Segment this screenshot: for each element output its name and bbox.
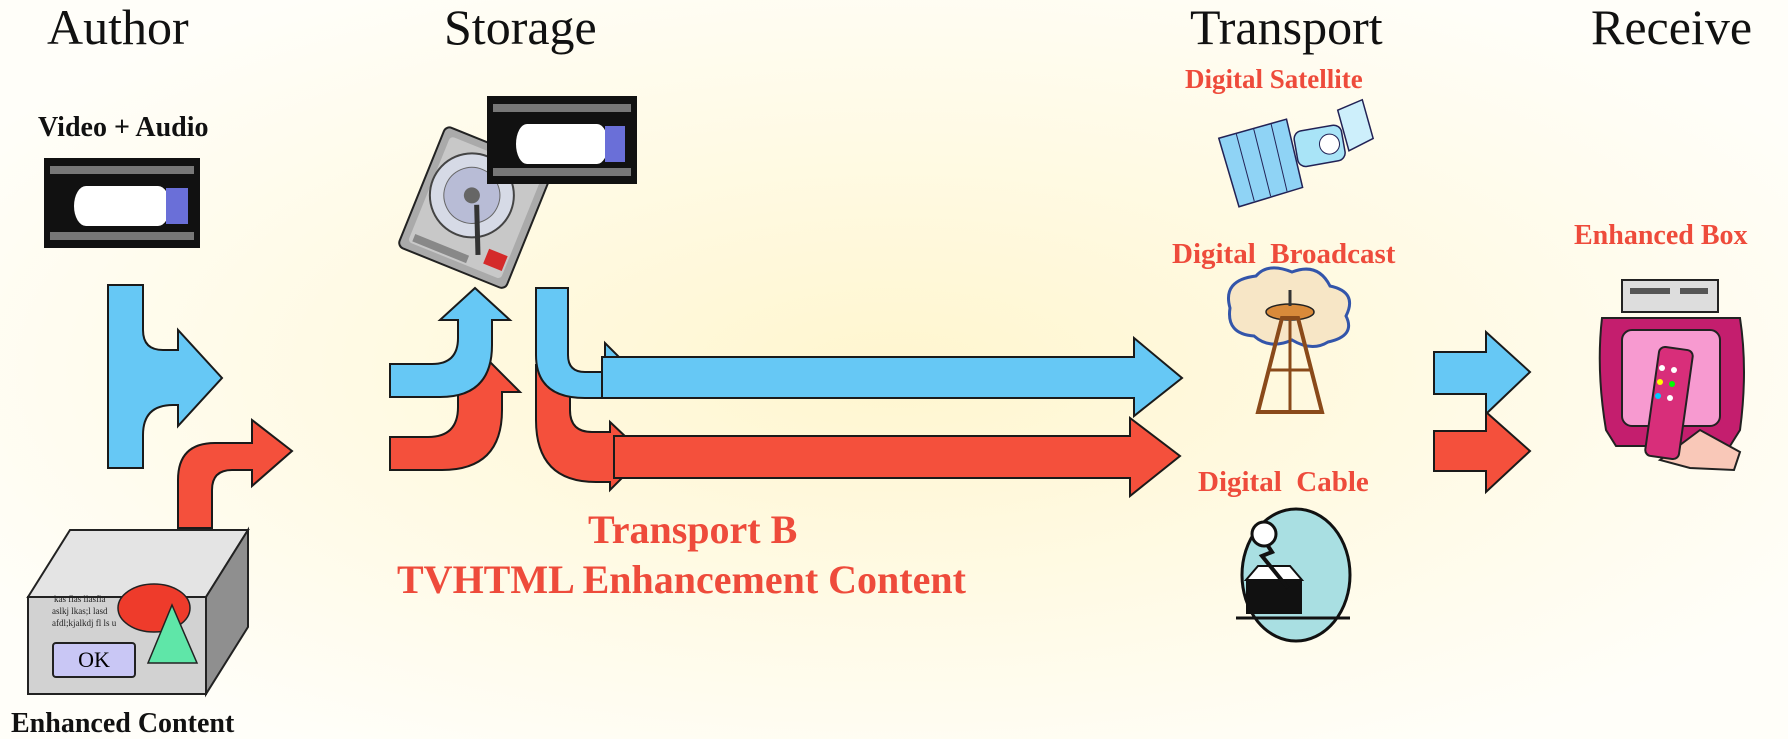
label-enhanced-box: Enhanced Box: [1574, 220, 1748, 251]
storage-in-blue-stream: [389, 286, 513, 398]
content-text-line: afdl;kjalkdj fl ls u: [52, 618, 117, 628]
ok-button[interactable]: OK: [52, 642, 136, 678]
transport-blue-arrow: [601, 335, 1184, 419]
transport-red-arrow: [613, 415, 1182, 499]
cable-connector-icon: [1236, 507, 1352, 643]
label-tvhtml-enhancement-content: TVHTML Enhancement Content: [397, 557, 966, 602]
label-enhanced-content: Enhanced Content: [11, 708, 235, 739]
content-text-line: kas flas llasfla: [54, 594, 106, 604]
broadcast-tower-icon: [1227, 266, 1351, 414]
receive-blue-arrow: [1433, 329, 1532, 417]
header-storage: Storage: [444, 0, 597, 55]
storage-in-red-stream: [389, 356, 523, 471]
receive-red-arrow: [1433, 409, 1532, 495]
label-transport-b: Transport B: [588, 507, 798, 552]
vhs-tape-icon: [44, 158, 200, 248]
label-video-audio: Video + Audio: [38, 112, 209, 143]
vhs-tape-icon: [487, 96, 637, 184]
content-text-line: aslkj lkas;l lasd: [52, 606, 108, 616]
label-digital-cable: Digital Cable: [1198, 466, 1369, 498]
set-top-box-icon: [1598, 279, 1745, 472]
header-author: Author: [47, 0, 189, 55]
header-transport: Transport: [1190, 0, 1383, 55]
author-red-stream: [177, 417, 294, 529]
header-receive: Receive: [1591, 0, 1753, 55]
satellite-icon: [1217, 98, 1375, 208]
author-blue-stream: [107, 284, 224, 469]
label-digital-broadcast: Digital Broadcast: [1172, 238, 1396, 270]
label-digital-satellite: Digital Satellite: [1185, 64, 1363, 94]
